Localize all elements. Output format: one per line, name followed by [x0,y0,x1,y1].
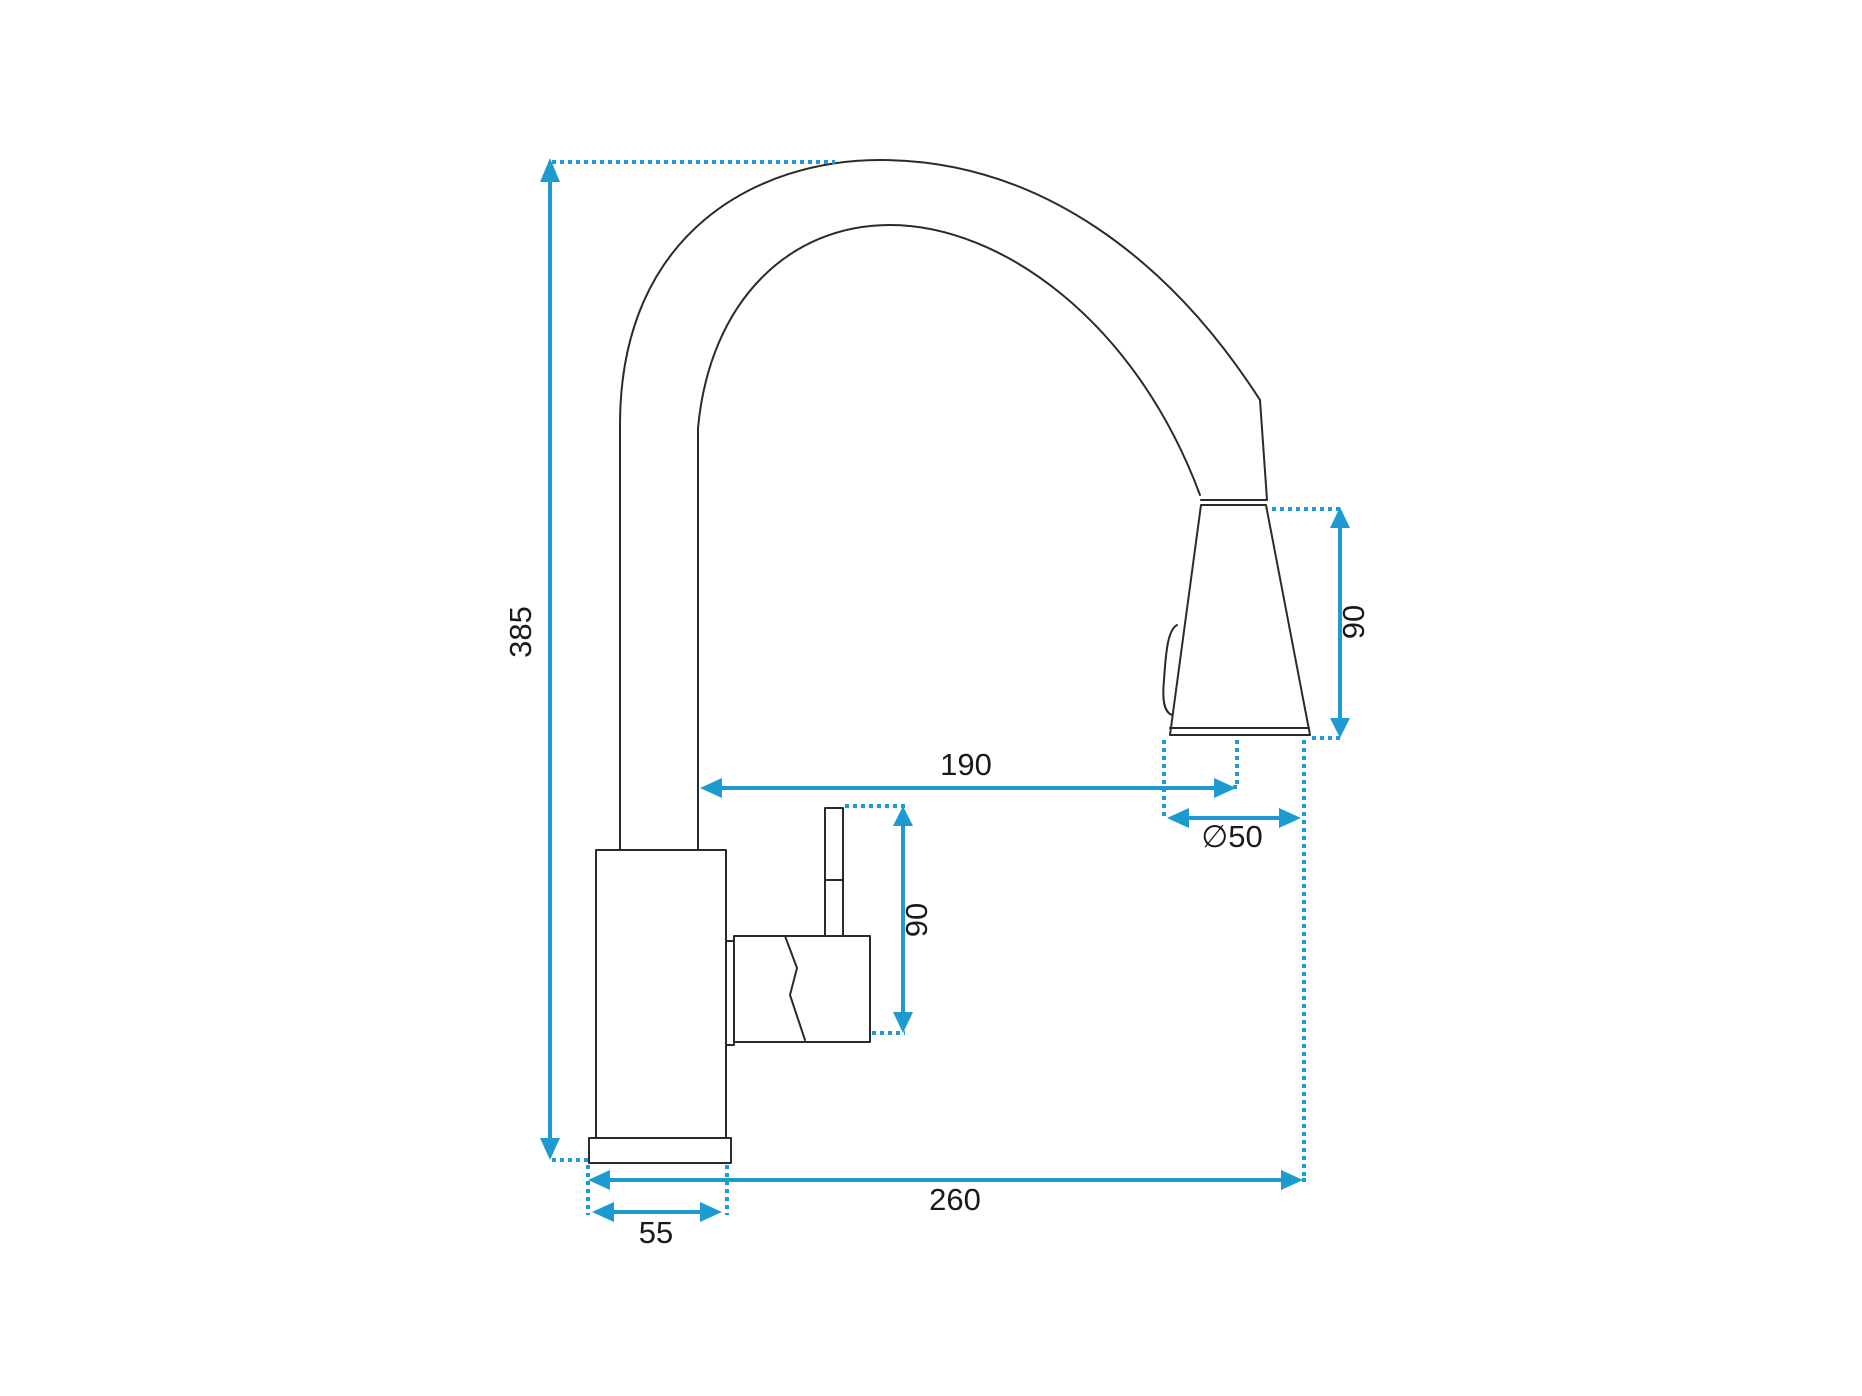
dimension-spout-reach: 190 [700,740,1239,798]
base-label: 55 [639,1215,673,1250]
handle-arrow-top [893,806,913,826]
handle-collar [725,940,735,1046]
handle-arrow-bottom [893,1012,913,1033]
dimension-handle-height: 90 [845,804,934,1035]
reach-label: 190 [940,747,992,782]
base-arrow-left [592,1202,614,1222]
depth-label: 260 [929,1182,981,1217]
dimension-total-depth: 260 [586,1165,1303,1217]
spout-inner-edge [697,224,1201,851]
height-arrow-top [540,158,560,182]
dimension-base-diameter: 55 [592,1165,729,1250]
reach-arrow-right [1214,778,1236,798]
spray-head-button [1162,624,1178,716]
depth-arrow-right [1281,1170,1303,1190]
spout-outer-edge [619,159,1268,851]
dimension-total-height: 385 [503,158,835,1162]
dimension-spray-head-height: 90 [1272,507,1371,740]
diameter-arrow-left [1167,808,1189,828]
body-cylinder [595,849,727,1139]
faucet-body [588,159,1311,1164]
base-ring [588,1137,732,1164]
dimension-spray-head-diameter: ∅50 [1162,740,1306,1182]
handle-height-label: 90 [899,903,934,937]
spray-arrow-bottom [1330,718,1350,738]
diameter-arrow-right [1279,808,1301,828]
reach-arrow-left [700,778,722,798]
spray-head [1169,504,1311,736]
handle-facet [784,935,806,1041]
spray-height-label: 90 [1336,605,1371,639]
height-label: 385 [503,606,538,658]
diameter-label: ∅50 [1201,819,1263,854]
base-arrow-right [700,1202,722,1222]
height-arrow-bottom [540,1138,560,1160]
handle-block [733,935,871,1043]
depth-arrow-left [588,1170,610,1190]
spray-arrow-top [1330,507,1350,528]
handle-lever [824,807,844,937]
